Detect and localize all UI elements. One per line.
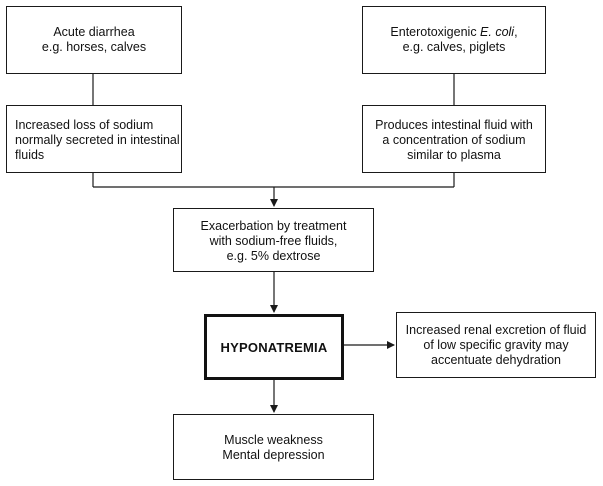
node-intestinal-fluid-line2: a concentration of sodium xyxy=(382,133,526,147)
node-etec-line1-prefix: Enterotoxigenic xyxy=(390,25,481,39)
node-etec-line1: Enterotoxigenic E. coli, xyxy=(363,25,545,40)
node-sodium-loss-line1: Increased loss of sodium xyxy=(15,118,154,132)
node-acute-diarrhea: Acute diarrhea e.g. horses, calves xyxy=(6,6,182,74)
node-sodium-loss-line3: fluids xyxy=(15,148,45,162)
node-hyponatremia-label: HYPONATREMIA xyxy=(220,340,328,355)
node-intestinal-fluid-line1: Produces intestinal fluid with xyxy=(375,118,533,132)
node-renal-excretion-line2: of low specific gravity may xyxy=(423,338,569,352)
node-enterotoxigenic-ecoli: Enterotoxigenic E. coli, e.g. calves, pi… xyxy=(362,6,546,74)
node-acute-diarrhea-line2: e.g. horses, calves xyxy=(41,40,147,54)
node-renal-excretion-line3: accentuate dehydration xyxy=(431,353,561,367)
node-etec-line1-italic: E. coli xyxy=(480,25,515,39)
node-sodium-loss-line2: normally secreted in intestinal xyxy=(15,133,180,147)
node-etec-line2: e.g. calves, piglets xyxy=(402,40,506,54)
node-renal-excretion: Increased renal excretion of fluid of lo… xyxy=(396,312,596,378)
node-exacerbation-line3: e.g. 5% dextrose xyxy=(226,249,321,263)
node-outcome-line1: Muscle weakness xyxy=(224,433,323,447)
node-outcome: Muscle weakness Mental depression xyxy=(173,414,374,480)
node-sodium-loss: Increased loss of sodium normally secret… xyxy=(6,105,182,173)
node-exacerbation-line1: Exacerbation by treatment xyxy=(200,219,347,233)
node-exacerbation: Exacerbation by treatment with sodium-fr… xyxy=(173,208,374,272)
node-intestinal-fluid-line3: similar to plasma xyxy=(407,148,501,162)
node-outcome-line2: Mental depression xyxy=(222,448,325,462)
node-etec-line1-suffix: , xyxy=(514,25,518,39)
node-exacerbation-line2: with sodium-free fluids, xyxy=(209,234,338,248)
node-acute-diarrhea-line1: Acute diarrhea xyxy=(53,25,135,39)
node-renal-excretion-line1: Increased renal excretion of fluid xyxy=(405,323,587,337)
node-intestinal-fluid: Produces intestinal fluid with a concent… xyxy=(362,105,546,173)
node-hyponatremia: HYPONATREMIA xyxy=(204,314,344,380)
